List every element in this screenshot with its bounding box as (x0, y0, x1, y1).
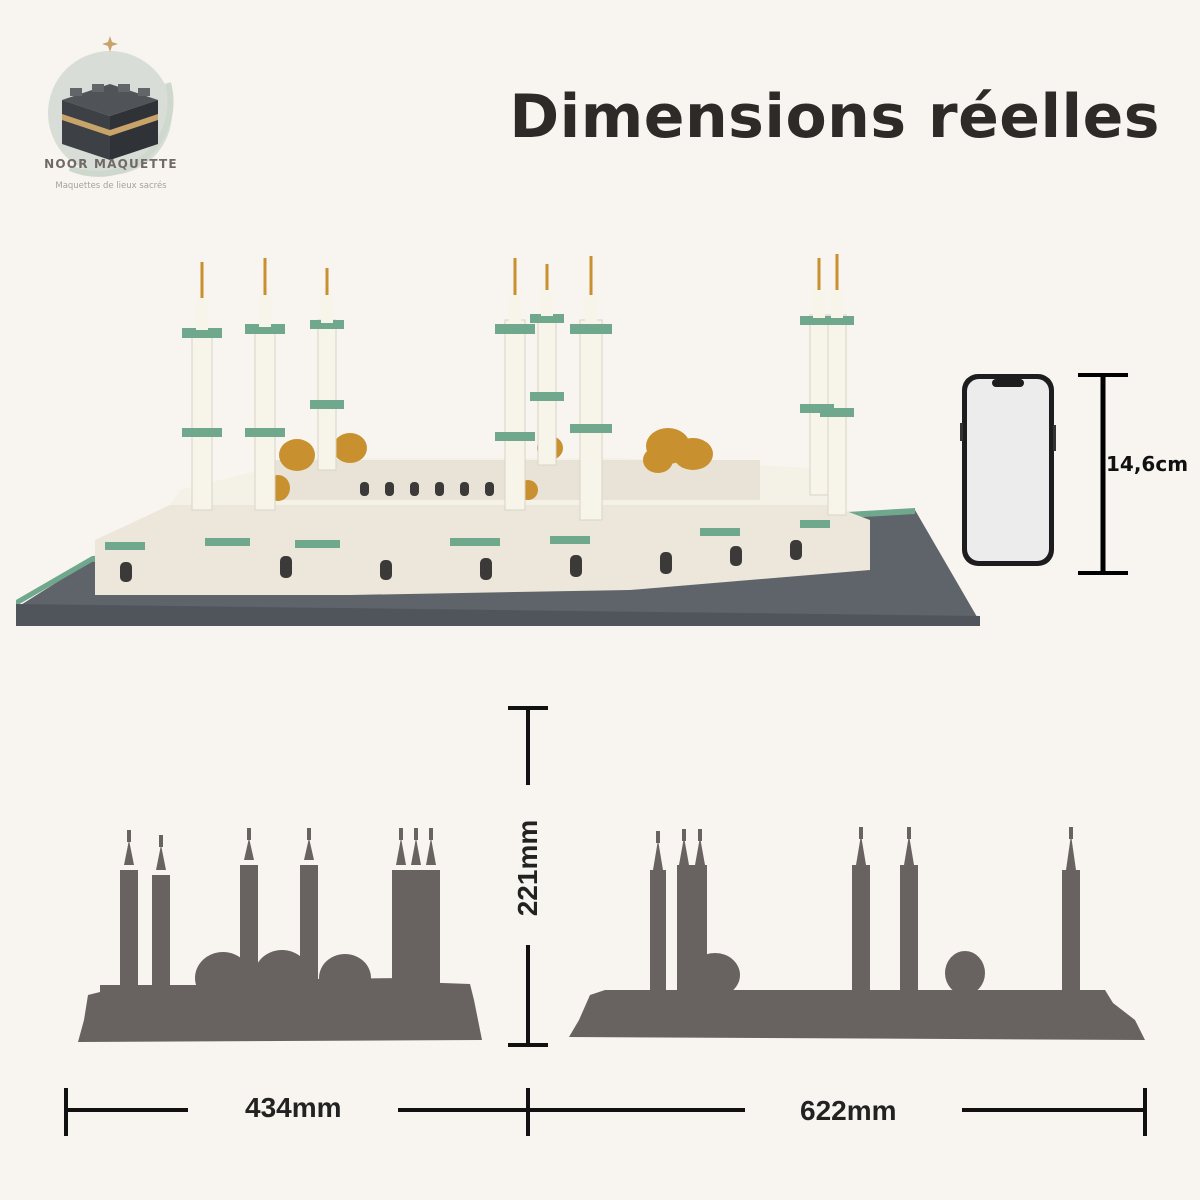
front-width-dimension-label: 434mm (245, 1092, 342, 1123)
star-icon (102, 36, 118, 52)
brand-tagline: Maquettes de lieux sacrés (55, 181, 167, 191)
phone-icon (960, 374, 1056, 566)
silhouette-front (78, 828, 482, 1042)
dimension-lines (64, 706, 1147, 1136)
side-width-dimension-label: 622mm (800, 1095, 897, 1126)
silhouette-side (569, 827, 1145, 1040)
height-dimension-label: 221mm (512, 819, 543, 917)
phone-height-label: 14,6cm (1106, 452, 1189, 476)
kaaba-icon (62, 84, 158, 160)
page-title: Dimensions réelles (509, 82, 1160, 152)
brand-name: NOOR MAQUETTE (44, 157, 178, 171)
brand-logo (48, 36, 174, 177)
phone-height-bar (1078, 373, 1128, 575)
mosque-model-image (16, 254, 980, 626)
